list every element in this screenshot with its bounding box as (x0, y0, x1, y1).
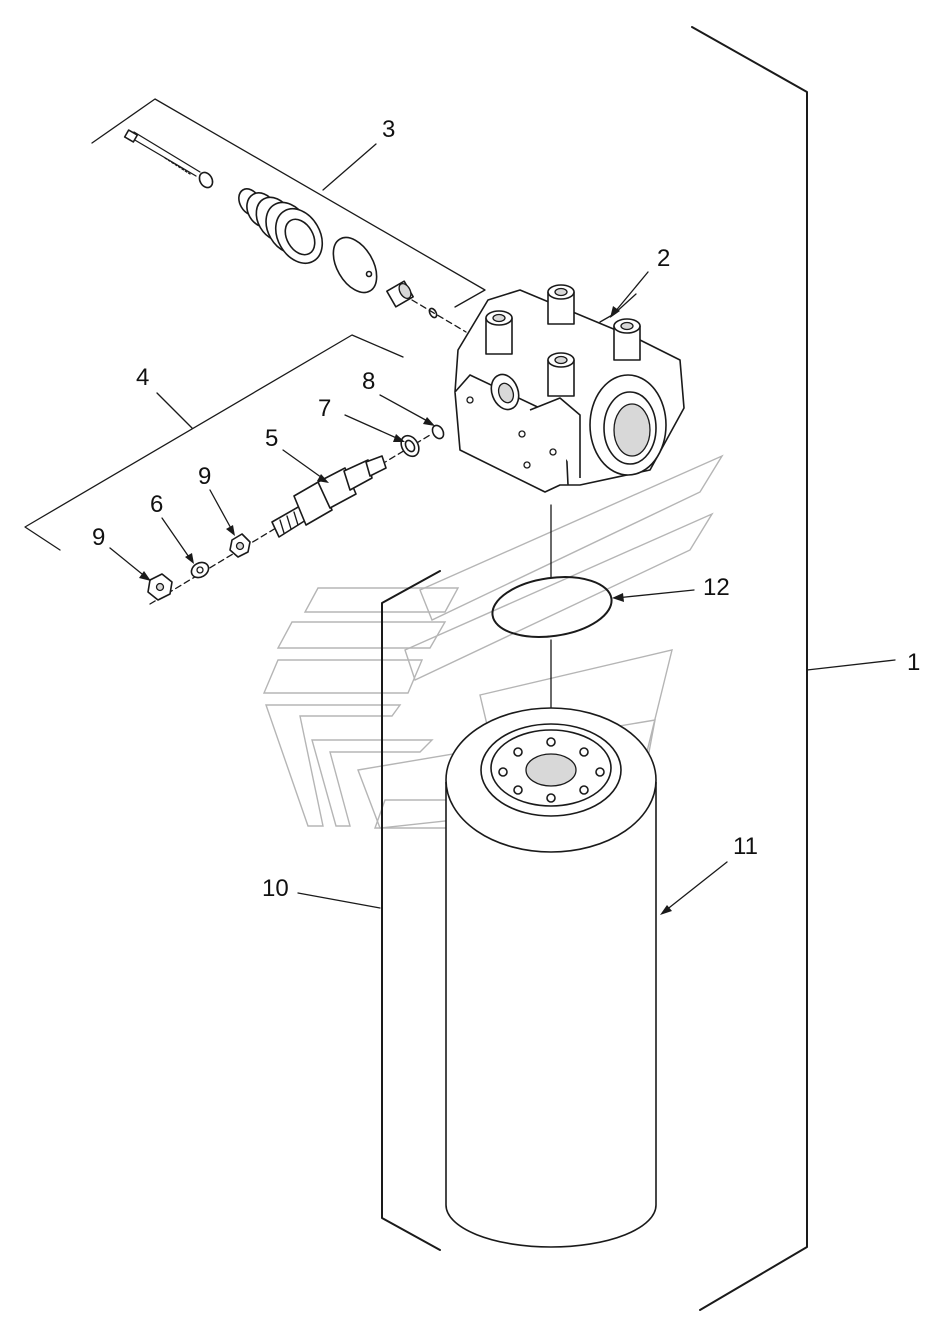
bracket-item-10 (297, 570, 441, 1251)
spring-icon (238, 188, 324, 265)
bracket-item-1 (691, 26, 896, 1311)
filter-head (454, 284, 685, 493)
o-ring-item-12 (491, 504, 613, 741)
callout-9-lower: 9 (92, 524, 105, 551)
callout-11: 11 (733, 833, 758, 860)
callout-10: 10 (262, 875, 289, 902)
callouts: 1 2 3 4 5 6 7 8 9 9 10 11 12 (92, 116, 920, 902)
port-boss-icon (485, 284, 641, 397)
spacer-icon (386, 280, 414, 308)
callout-9-upper: 9 (198, 463, 211, 490)
callout-8: 8 (362, 368, 375, 395)
callout-6: 6 (150, 491, 163, 518)
switch-kit-parts (147, 424, 445, 605)
leader-lines (109, 271, 728, 915)
callout-3: 3 (382, 116, 395, 143)
callout-1: 1 (907, 649, 920, 676)
callout-12: 12 (703, 574, 730, 601)
callout-5: 5 (265, 425, 278, 452)
bracket-item-4 (24, 334, 404, 551)
callout-7: 7 (318, 395, 331, 422)
spring-kit-parts (123, 129, 467, 333)
filter-element-item-11 (445, 707, 657, 1248)
callout-2: 2 (657, 245, 670, 272)
pressure-switch-icon (271, 455, 387, 538)
callout-4: 4 (136, 364, 149, 391)
bracket-item-3 (91, 98, 486, 308)
